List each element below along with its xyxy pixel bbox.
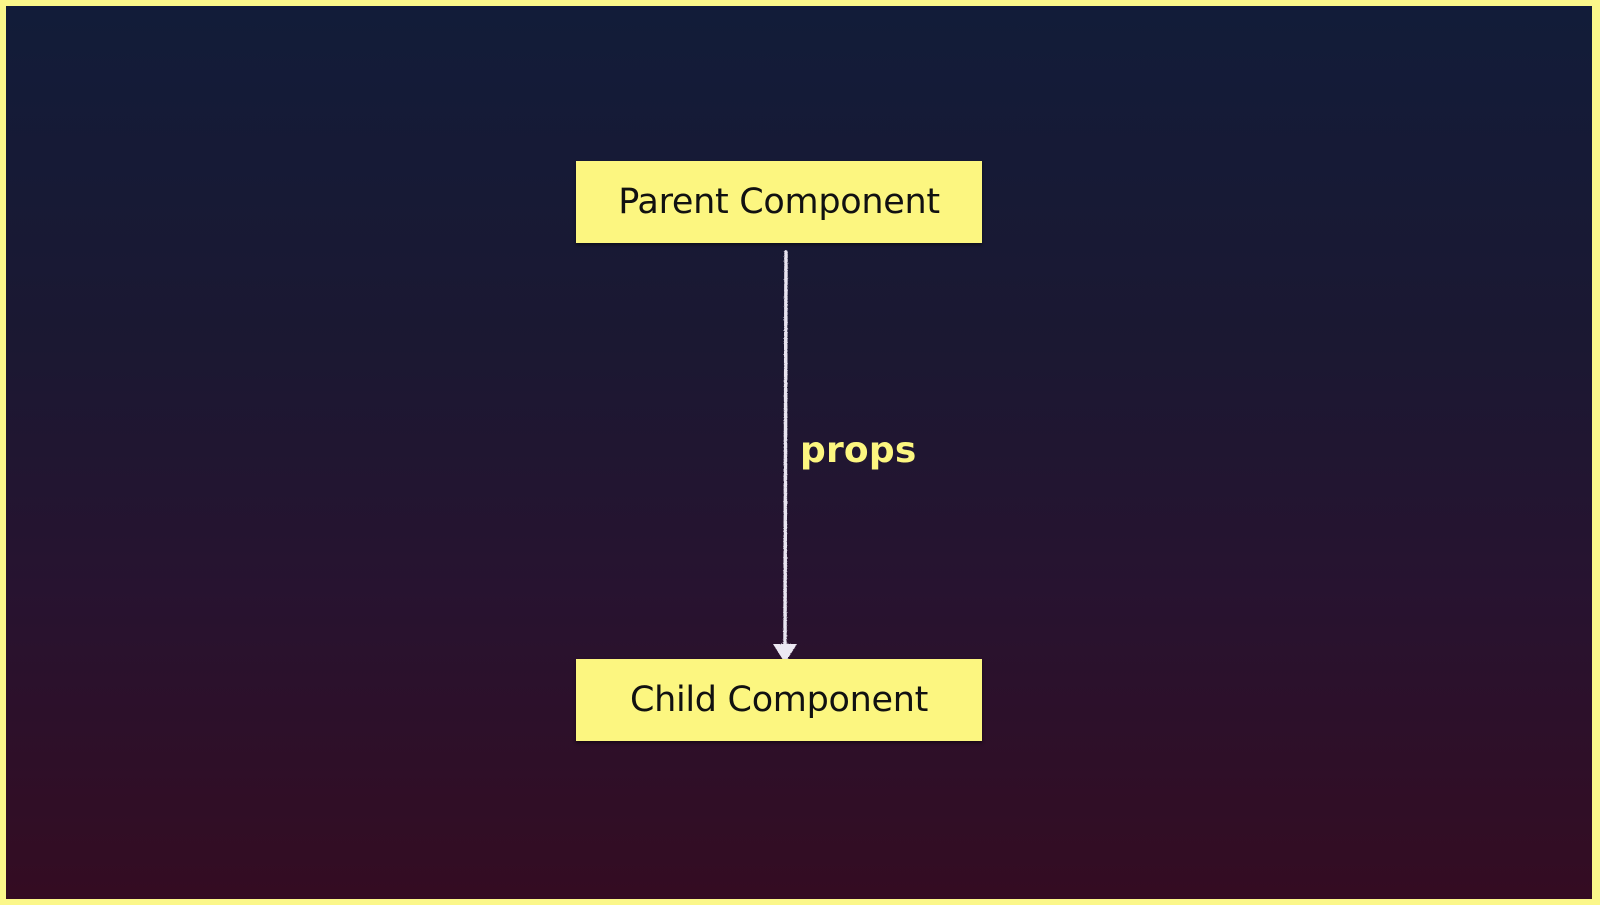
props-edge-label: props — [800, 430, 917, 471]
parent-component-label: Parent Component — [618, 182, 940, 222]
child-component-label: Child Component — [629, 680, 929, 720]
child-component-node: Child Component — [576, 659, 982, 741]
parent-component-node: Parent Component — [576, 161, 982, 243]
props-arrow-line — [783, 250, 788, 648]
